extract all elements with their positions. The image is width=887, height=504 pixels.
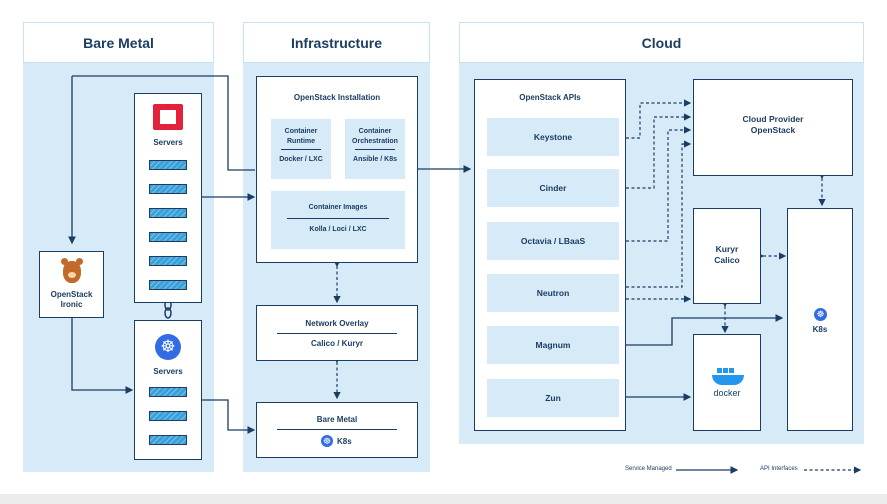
kubernetes-icon: ☸: [155, 334, 181, 360]
server-unit: [149, 232, 187, 242]
ironic-label: OpenStack Ironic: [50, 290, 93, 309]
kuryr-label: Kuryr Calico: [714, 244, 740, 265]
legend-api-interfaces: API Interfaces: [760, 466, 798, 472]
container-images-label: Container Images: [308, 204, 368, 211]
container-images-value: Kolla / Loci / LXC: [309, 226, 367, 233]
line-servers-to-baremetal: [202, 399, 256, 434]
servers-rack-bottom: ☸ Servers: [134, 320, 202, 460]
container-runtime-label: Container Runtime: [284, 128, 318, 145]
server-unit: [149, 411, 187, 421]
service-zun: Zun: [487, 379, 619, 417]
docker-box: docker: [693, 334, 761, 431]
ironic-bear-icon: [61, 258, 83, 284]
kubernetes-icon: ☸: [814, 308, 827, 321]
legend-service-managed: Service Managed: [625, 466, 672, 472]
container-images-box: Container Images Kolla / Loci / LXC: [271, 191, 405, 249]
cloud-provider-box: Cloud Provider OpenStack: [693, 79, 853, 176]
service-neutron: Neutron: [487, 274, 619, 312]
docker-whale-icon: [712, 368, 744, 386]
network-overlay-box: Network Overlay Calico / Kuryr: [256, 305, 418, 361]
container-orchestration-value: Ansible / K8s: [353, 156, 397, 163]
network-overlay-value: Calico / Kuryr: [310, 339, 363, 348]
openstack-installation-box: OpenStack Installation Container Runtime…: [256, 76, 418, 263]
service-keystone: Keystone: [487, 118, 619, 156]
servers-bottom-label: Servers: [153, 367, 183, 376]
bare-metal-value: K8s: [337, 437, 352, 446]
server-unit: [149, 184, 187, 194]
k8s-label: K8s: [812, 325, 828, 334]
container-runtime-box: Container Runtime Docker / LXC: [271, 119, 331, 179]
cloud-header: Cloud: [459, 22, 864, 63]
server-unit: [149, 387, 187, 397]
container-runtime-value: Docker / LXC: [279, 156, 323, 163]
kubernetes-icon: ☸: [321, 435, 333, 447]
container-orchestration-label: Container Orchestration: [352, 128, 398, 145]
openstack-logo-icon: [153, 104, 183, 130]
servers-rack-top: Servers: [134, 93, 202, 303]
container-orchestration-box: Container Orchestration Ansible / K8s: [345, 119, 405, 179]
cloud-provider-label: Cloud Provider OpenStack: [742, 114, 804, 135]
service-octavia: Octavia / LBaaS: [487, 222, 619, 260]
infrastructure-header: Infrastructure: [243, 22, 430, 63]
openstack-ironic-box: OpenStack Ironic: [39, 251, 104, 318]
bare-metal-title: Bare Metal: [316, 415, 358, 424]
server-unit: [149, 208, 187, 218]
server-unit: [149, 435, 187, 445]
server-unit: [149, 280, 187, 290]
server-unit: [149, 256, 187, 266]
line-ironic-to-servers: [71, 318, 134, 394]
k8s-box: ☸ K8s: [787, 208, 853, 431]
network-overlay-title: Network Overlay: [305, 319, 369, 328]
service-magnum: Magnum: [487, 326, 619, 364]
kuryr-calico-box: Kuryr Calico: [693, 208, 761, 304]
apis-title: OpenStack APIs: [519, 93, 581, 102]
docker-label: docker: [713, 388, 741, 398]
bare-metal-header: Bare Metal: [23, 22, 214, 63]
server-unit: [149, 160, 187, 170]
servers-top-label: Servers: [153, 138, 183, 147]
installation-title: OpenStack Installation: [293, 93, 381, 102]
footer-bar: [0, 494, 887, 504]
service-cinder: Cinder: [487, 169, 619, 207]
bare-metal-k8s-box: Bare Metal ☸ K8s: [256, 402, 418, 458]
